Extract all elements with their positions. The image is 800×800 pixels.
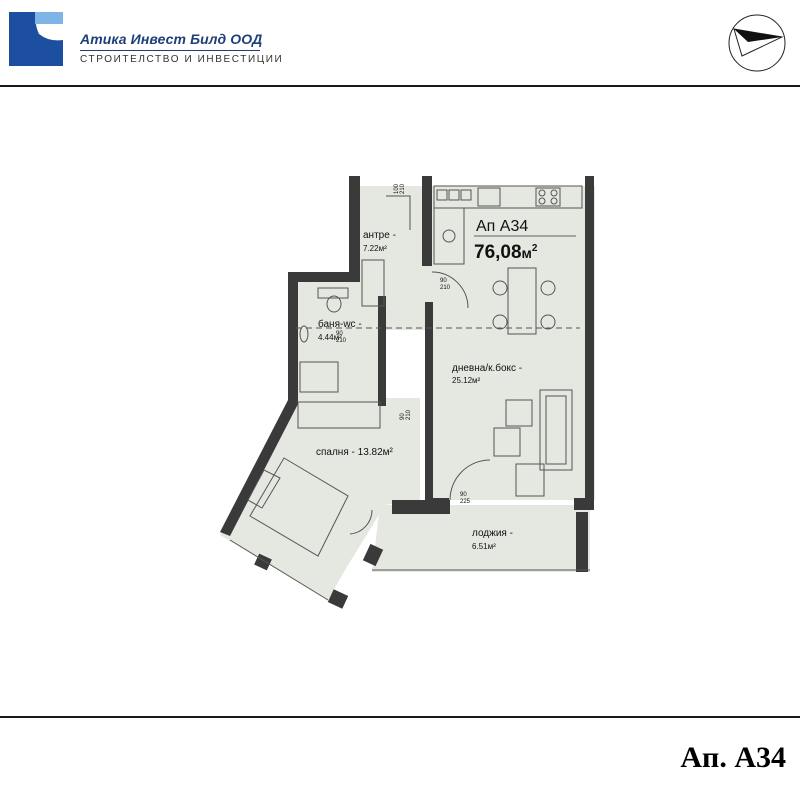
room-fills bbox=[220, 186, 595, 600]
door-label-2: 90 210 bbox=[440, 278, 451, 291]
room-name-living: дневна/к.бокс - bbox=[452, 362, 522, 374]
door-label-4: 90 210 bbox=[400, 409, 412, 420]
company-divider bbox=[80, 50, 260, 51]
door-mark-top: 90 bbox=[336, 331, 343, 337]
company-tagline: СТРОИТЕЛСТВО И ИНВЕСТИЦИИ bbox=[80, 54, 284, 65]
room-name-bath: баня-wc - bbox=[318, 318, 362, 330]
room-name-loggia: лоджия - bbox=[472, 528, 513, 539]
door-mark-bottom: 210 bbox=[400, 183, 406, 194]
footer-divider bbox=[0, 716, 800, 718]
door-mark-bottom: 225 bbox=[460, 499, 471, 505]
room-area-antre: 7.22м² bbox=[363, 244, 387, 253]
door-mark-top: 90 bbox=[440, 278, 447, 284]
footer-title: Ап. А34 bbox=[680, 741, 786, 774]
room-area-living: 25.12м² bbox=[452, 376, 481, 385]
door-mark-top: 90 bbox=[460, 492, 467, 498]
door-mark-bottom: 210 bbox=[440, 285, 451, 291]
walls bbox=[220, 176, 594, 609]
area-sup: 2 bbox=[532, 243, 538, 254]
north-arrow-icon bbox=[728, 14, 786, 72]
door-mark-bottom: 210 bbox=[336, 338, 347, 344]
company-name: Атика Инвест Билд ООД bbox=[80, 31, 263, 47]
door-mark-bottom: 210 bbox=[406, 409, 412, 420]
door-label-3: 90 210 bbox=[336, 331, 347, 344]
apartment-area: 76,08м2 bbox=[474, 242, 538, 263]
apartment-label: Ап А34 bbox=[476, 218, 528, 235]
room-name-antre: антре - bbox=[363, 230, 396, 241]
door-label-5: 90 225 bbox=[460, 492, 471, 505]
header-divider bbox=[0, 85, 800, 87]
door-mark-top: 100 bbox=[394, 183, 400, 194]
room-area-loggia: 6.51м² bbox=[472, 542, 496, 551]
area-value: 76,08 bbox=[474, 242, 522, 263]
door-label-1: 100 210 bbox=[394, 183, 406, 194]
door-mark-top: 90 bbox=[400, 413, 406, 420]
room-name-bedroom: спалня - 13.82м² bbox=[316, 447, 394, 458]
area-unit: м bbox=[522, 245, 532, 261]
company-logo bbox=[9, 12, 63, 66]
fixtures bbox=[229, 185, 590, 601]
room-area-bath: 4.44м² bbox=[318, 333, 342, 342]
